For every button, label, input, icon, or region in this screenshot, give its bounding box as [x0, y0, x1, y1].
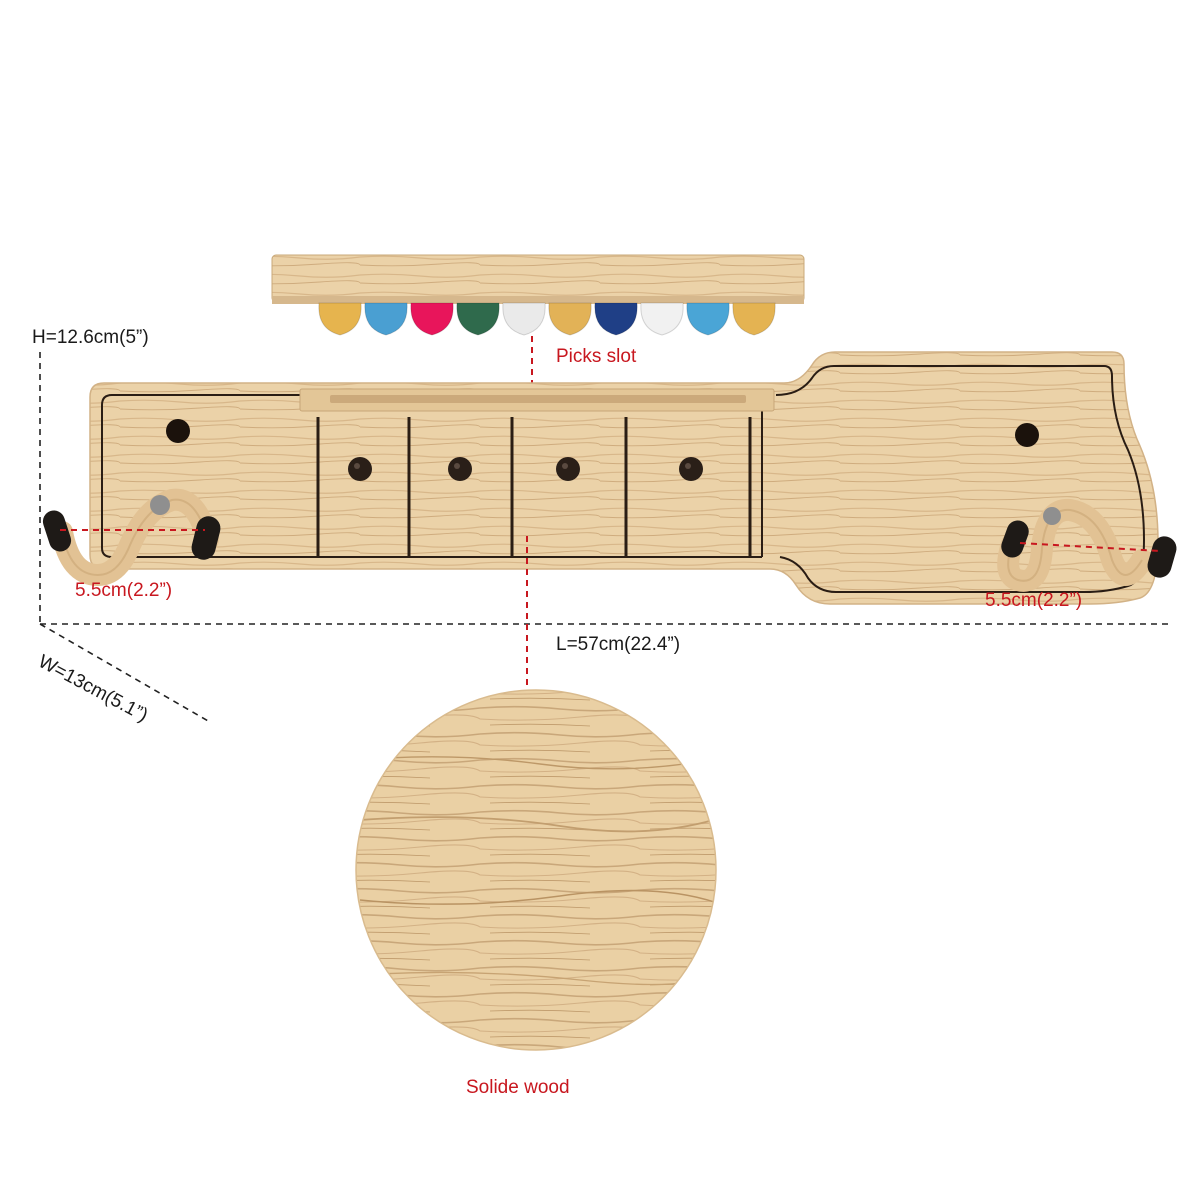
height-label: H=12.6cm(5”) — [32, 327, 149, 348]
guitar-pick — [364, 302, 408, 336]
board-pegs — [348, 457, 703, 481]
guitar-pick — [318, 302, 362, 336]
guitar-pick — [548, 302, 592, 336]
solid-wood-label: Solide wood — [466, 1077, 570, 1098]
guitar-pick — [594, 302, 638, 336]
right-hook-dimension-line — [1019, 542, 1161, 552]
guitar-pick — [410, 302, 454, 336]
left-guitar-hook — [42, 488, 221, 587]
solid-wood-sample — [355, 689, 717, 1051]
guitar-picks — [318, 302, 776, 336]
right-hook-width-label: 5.5cm(2.2”) — [985, 590, 1083, 611]
guitar-pick — [732, 302, 776, 336]
picks-shelf — [271, 254, 805, 336]
length-label: L=57cm(22.4”) — [556, 634, 681, 655]
guitar-pick — [502, 302, 546, 336]
left-hook-width-label: 5.5cm(2.2”) — [75, 580, 173, 601]
right-guitar-hook — [997, 499, 1177, 592]
guitar-pick — [686, 302, 730, 336]
guitar-pick — [456, 302, 500, 336]
fretboard-board — [89, 351, 1159, 605]
picks-slot-label: Picks slot — [556, 346, 637, 367]
guitar-pick — [640, 302, 684, 336]
